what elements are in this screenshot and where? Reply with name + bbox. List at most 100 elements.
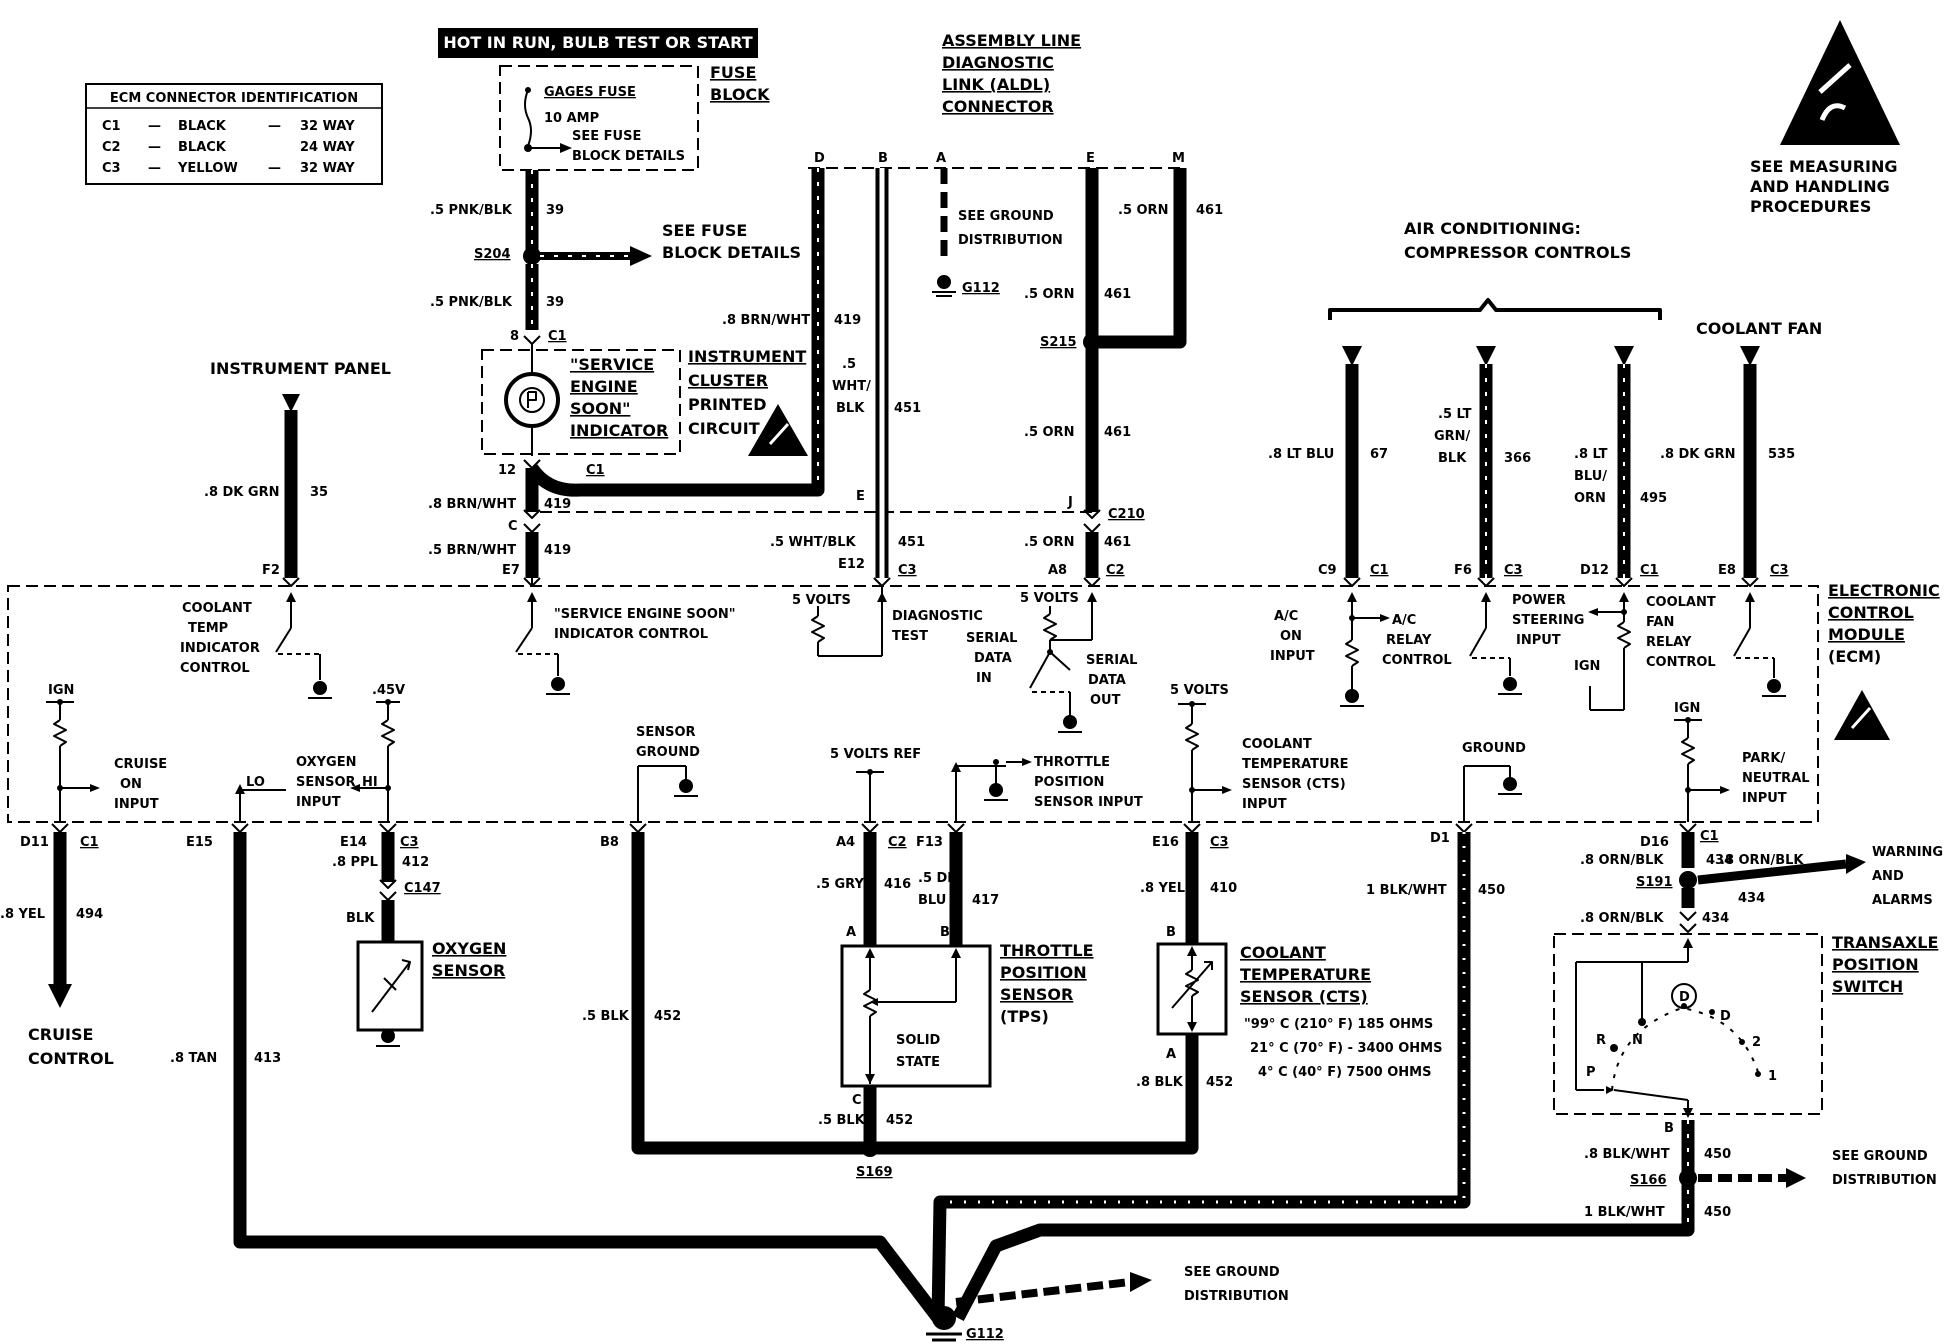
tps-input-circuit bbox=[856, 758, 1032, 822]
gear-r: R bbox=[1596, 1033, 1606, 1048]
wire-35-label: .8 DK GRN bbox=[204, 485, 279, 500]
coolant-temp-ctrl-1: COOLANT bbox=[182, 601, 252, 616]
wire-495-circuit: 495 bbox=[1640, 491, 1667, 506]
wire-434-label-a: .8 ORN/BLK bbox=[1580, 853, 1664, 868]
wire-412-circuit: 412 bbox=[402, 855, 429, 870]
cts-resist-1: "99° C (210° F) 185 OHMS bbox=[1244, 1017, 1433, 1032]
see-ground-s166-2: DISTRIBUTION bbox=[1832, 1173, 1937, 1188]
wire-419-label-c: .5 BRN/WHT bbox=[428, 543, 516, 558]
tps-label-3: SENSOR bbox=[1000, 985, 1073, 1004]
wire-416-label: .5 GRY bbox=[816, 877, 864, 892]
pin-c3-e12: C3 bbox=[898, 563, 917, 578]
splice-s215-label: S215 bbox=[1040, 335, 1077, 350]
ac-relay-switch bbox=[1469, 592, 1522, 695]
cruise-on-1: CRUISE bbox=[114, 757, 167, 772]
park-neutral-circuit bbox=[1674, 717, 1730, 822]
wire-452-label-a: .5 BLK bbox=[582, 1009, 630, 1024]
wire-417-label-2: BLU bbox=[918, 893, 946, 908]
wire-451-circuit-a: 451 bbox=[894, 401, 921, 416]
pin-d1-label: D1 bbox=[1430, 831, 1450, 846]
tps-label-2: POSITION bbox=[1000, 963, 1087, 982]
fuse-see-2: BLOCK DETAILS bbox=[572, 149, 685, 164]
wire-434-warnings bbox=[1697, 859, 1847, 885]
pin-c1-d12: C1 bbox=[1640, 563, 1659, 578]
ecm-id-conn-1: C1 bbox=[102, 119, 121, 134]
aldl-pin-b: B bbox=[878, 151, 888, 166]
connector-c210-label: C210 bbox=[1108, 507, 1145, 522]
cts-label-1: COOLANT bbox=[1240, 943, 1326, 962]
wire-366-circuit: 366 bbox=[1504, 451, 1531, 466]
wire-461-circuit-c: 461 bbox=[1104, 425, 1131, 440]
wire-67-circuit: 67 bbox=[1370, 447, 1388, 462]
pin-c1-c9: C1 bbox=[1370, 563, 1389, 578]
see-ground-g112-2: DISTRIBUTION bbox=[1184, 1289, 1289, 1304]
wire-495-label-2: BLU/ bbox=[1574, 469, 1607, 484]
esd-warning-icon bbox=[1780, 20, 1900, 145]
coolant-temp-switch bbox=[275, 592, 332, 699]
wire-410-label: .8 YEL bbox=[1140, 881, 1185, 896]
wire-461-label-b: .5 ORN bbox=[1024, 287, 1074, 302]
cts-pin-b: B bbox=[1166, 925, 1176, 940]
tps-pin-a: A bbox=[846, 925, 856, 940]
five-volts-diag: 5 VOLTS bbox=[792, 593, 851, 608]
hot-in-run-label: HOT IN RUN, BULB TEST OR START bbox=[443, 33, 752, 52]
ps-input-2: STEERING bbox=[1512, 613, 1584, 628]
cluster-label-3: PRINTED bbox=[688, 395, 767, 414]
ecm-id-dash-3a: — bbox=[148, 161, 161, 176]
cruise-control-2: CONTROL bbox=[28, 1049, 114, 1068]
pin-c2-a8: C2 bbox=[1106, 563, 1125, 578]
coolant-temp-ctrl-3: INDICATOR bbox=[180, 641, 260, 656]
blk-label: BLK bbox=[346, 911, 375, 926]
pin-f2-label: F2 bbox=[262, 563, 280, 578]
wire-450-circuit-b: 450 bbox=[1704, 1147, 1731, 1162]
ecm-ground-label: GROUND bbox=[1462, 741, 1526, 756]
ses-label-1: "SERVICE bbox=[570, 355, 654, 374]
ecm-id-way-1: 32 WAY bbox=[300, 119, 355, 134]
cruise-on-3: INPUT bbox=[114, 797, 159, 812]
wire-35-circuit: 35 bbox=[310, 485, 328, 500]
fan-relay-1: COOLANT bbox=[1646, 595, 1716, 610]
tps-input-3: SENSOR INPUT bbox=[1034, 795, 1143, 810]
splice-s169 bbox=[861, 1139, 879, 1157]
tps-pin-c: C bbox=[852, 1093, 862, 1108]
ac-bracket bbox=[1328, 298, 1662, 320]
pn-input-2: NEUTRAL bbox=[1742, 771, 1810, 786]
wire-419-label-a: .8 BRN/WHT bbox=[722, 313, 810, 328]
cruise-control-1: CRUISE bbox=[28, 1025, 93, 1044]
wire-39-circuit-b: 39 bbox=[546, 295, 564, 310]
ac-relay-2: RELAY bbox=[1386, 633, 1432, 648]
wire-417-label-1: .5 DK bbox=[918, 871, 958, 886]
gear-n: N bbox=[1632, 1033, 1643, 1048]
splice-s166-label: S166 bbox=[1630, 1173, 1667, 1188]
wire-451-circuit-b: 451 bbox=[898, 535, 925, 550]
fuse-block-label-2: BLOCK bbox=[710, 85, 770, 104]
wire-495-label-1: .8 LT bbox=[1574, 447, 1608, 462]
aldl-pin-e: E bbox=[1086, 151, 1095, 166]
gear-p: P bbox=[1586, 1065, 1596, 1080]
ecm-id-dash-2a: — bbox=[148, 140, 161, 155]
esd-text-3: PROCEDURES bbox=[1750, 197, 1871, 216]
serial-in-2: DATA bbox=[974, 651, 1012, 666]
wire-39-label-b: .5 PNK/BLK bbox=[430, 295, 513, 310]
serial-out-2: DATA bbox=[1088, 673, 1126, 688]
gages-fuse-symbol bbox=[524, 87, 572, 153]
ps-input-1: POWER bbox=[1512, 593, 1566, 608]
transaxle-switch-symbol bbox=[1575, 938, 1761, 1118]
ps-input-3: INPUT bbox=[1516, 633, 1561, 648]
ecm-id-dash-1a: — bbox=[148, 119, 161, 134]
wire-450-circuit-a: 450 bbox=[1478, 883, 1505, 898]
ecm-id-conn-3: C3 bbox=[102, 161, 121, 176]
cts-input-2: TEMPERATURE bbox=[1242, 757, 1348, 772]
pin-d12-label: D12 bbox=[1580, 563, 1609, 578]
diagnostic-test-circuit bbox=[811, 586, 887, 657]
wire-434-label-c: .8 ORN/BLK bbox=[1580, 911, 1664, 926]
pin-e16-label: E16 bbox=[1152, 835, 1179, 850]
see-fuse-details-1: SEE FUSE bbox=[662, 221, 747, 240]
pin-c3-e14: C3 bbox=[400, 835, 419, 850]
aldl-title-2: DIAGNOSTIC bbox=[942, 53, 1054, 72]
cruise-on-circuit bbox=[46, 699, 100, 822]
aldl-pin-a: A bbox=[936, 151, 946, 166]
wire-461-circuit-a: 461 bbox=[1196, 203, 1223, 218]
wire-413-circuit: 413 bbox=[254, 1051, 281, 1066]
